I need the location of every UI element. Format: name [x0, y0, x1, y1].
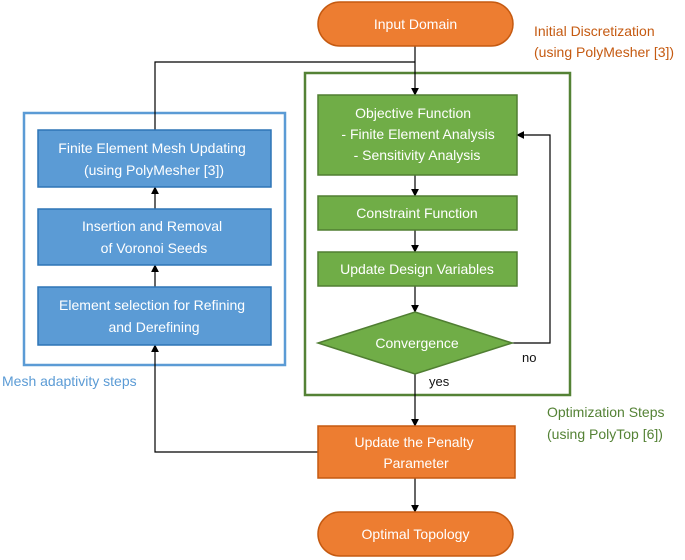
edge-mesh-updating-to-objective: [154, 61, 415, 130]
input-domain-shape: [317, 1, 514, 47]
edge-penalty-to-element-selection: [151, 344, 318, 453]
element-selection-label: Element selection for Refining and Deref…: [59, 297, 249, 335]
mesh-updating-shape: [37, 129, 272, 188]
update-design-variables-label: Update Design Variables: [340, 261, 494, 277]
yes-edge-label: yes: [429, 374, 450, 389]
insertion-removal-label: Insertion and Removal of Voronoi Seeds: [82, 218, 226, 256]
update-penalty-label: Update the Penalty Parameter: [355, 434, 478, 471]
initial-discretization-annotation: Initial Discretization (using PolyMesher…: [534, 23, 674, 60]
insertion-removal-shape: [37, 208, 272, 266]
mesh-updating-label: Finite Element Mesh Updating (using Poly…: [58, 140, 249, 178]
input-domain-node: Input Domain: [317, 1, 514, 47]
optimal-topology-shape: [317, 511, 514, 557]
objective-function-shape: [317, 94, 518, 176]
element-selection-shape: [37, 286, 272, 346]
element-selection-node: Element selection for Refining and Deref…: [37, 286, 272, 346]
optimization-steps-annotation: Optimization Steps (using PolyTop [6]): [547, 404, 668, 442]
no-edge-label: no: [522, 350, 536, 365]
constraint-function-label: Constraint Function: [356, 205, 477, 221]
optimal-topology-label: Optimal Topology: [362, 526, 470, 542]
update-design-variables-shape: [317, 251, 518, 287]
edge-convergence-no-loop: [512, 131, 551, 344]
input-domain-label: Input Domain: [374, 16, 457, 32]
optimization-group-frame: [303, 71, 572, 397]
convergence-node: Convergence: [315, 311, 515, 375]
mesh-updating-node: Finite Element Mesh Updating (using Poly…: [37, 129, 272, 188]
constraint-function-shape: [317, 195, 518, 231]
update-design-variables-node: Update Design Variables: [317, 251, 518, 287]
insertion-removal-node: Insertion and Removal of Voronoi Seeds: [37, 208, 272, 266]
update-penalty-shape: [317, 425, 516, 479]
objective-function-node: Objective Function - Finite Element Anal…: [317, 94, 518, 176]
convergence-shape: [315, 311, 515, 375]
optimal-topology-node: Optimal Topology: [317, 511, 514, 557]
constraint-function-node: Constraint Function: [317, 195, 518, 231]
mesh-adaptivity-annotation: Mesh adaptivity steps: [2, 373, 137, 389]
update-penalty-node: Update the Penalty Parameter: [317, 425, 516, 479]
objective-function-label: Objective Function - Finite Element Anal…: [341, 105, 498, 163]
convergence-label: Convergence: [375, 335, 458, 351]
edges: [151, 46, 551, 513]
